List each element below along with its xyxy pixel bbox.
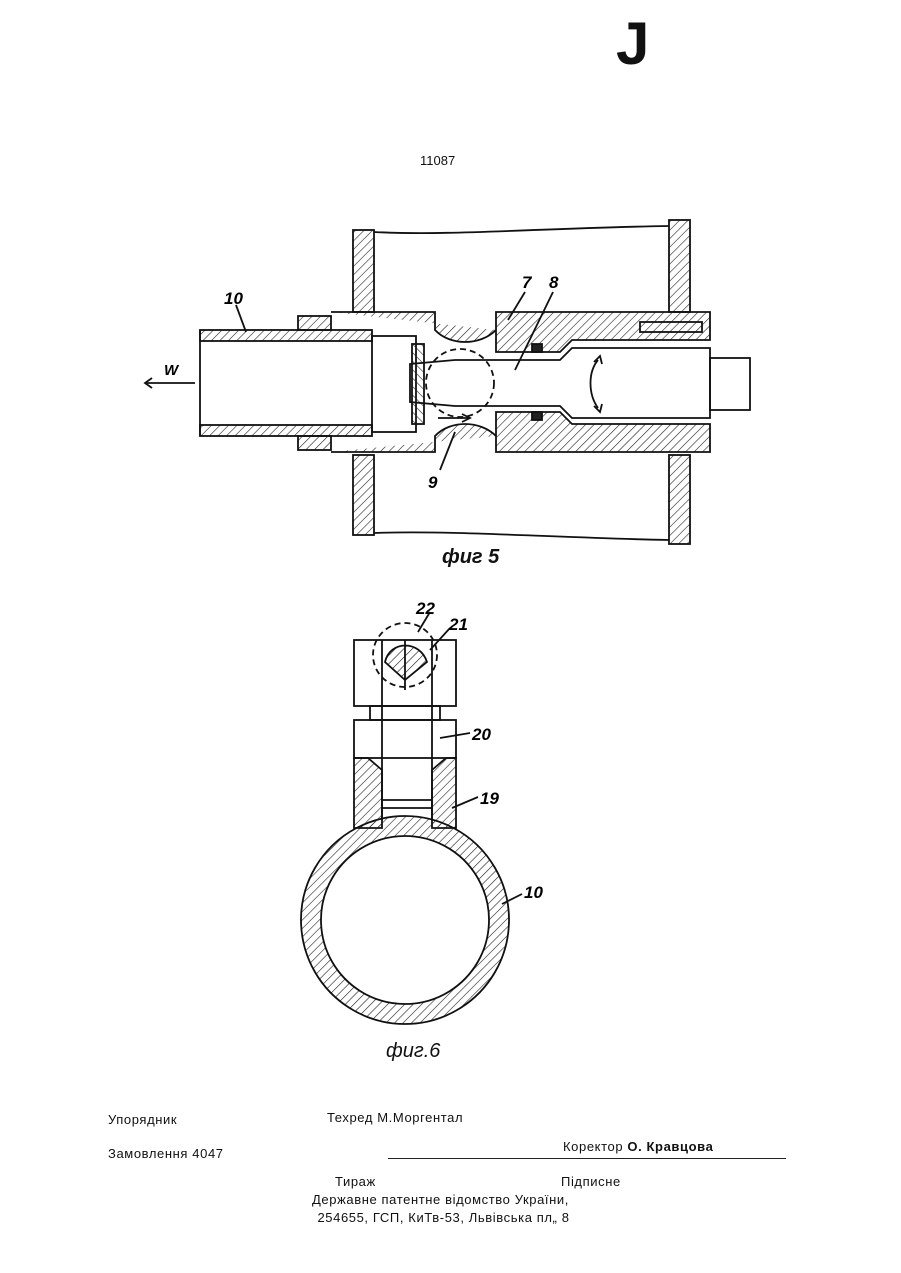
callout-21: 21 [448, 615, 468, 634]
compiler-label: Упорядник [108, 1112, 177, 1127]
callout-20: 20 [471, 725, 491, 744]
footer-divider [388, 1158, 786, 1159]
office-address: 254655, ГСП, КиТв-53, Львівська пл„ 8 [0, 1210, 887, 1225]
callout-10-fig6: 10 [524, 883, 543, 902]
callout-22: 22 [415, 599, 435, 618]
corrector: Коректор О. Кравцова [563, 1139, 713, 1154]
corrector-name: О. Кравцова [627, 1139, 713, 1154]
circulation-label: Тираж [335, 1174, 376, 1189]
signed-label: Підписне [561, 1174, 621, 1189]
order-number: Замовлення 4047 [108, 1146, 224, 1161]
tech-editor: Техред М.Моргентал [327, 1110, 463, 1125]
corrector-label: Коректор [563, 1139, 623, 1154]
callout-19: 19 [480, 789, 499, 808]
figure-6-caption: фиг.6 [386, 1040, 440, 1063]
patent-office: Державне патентне відомство України, [0, 1192, 881, 1207]
